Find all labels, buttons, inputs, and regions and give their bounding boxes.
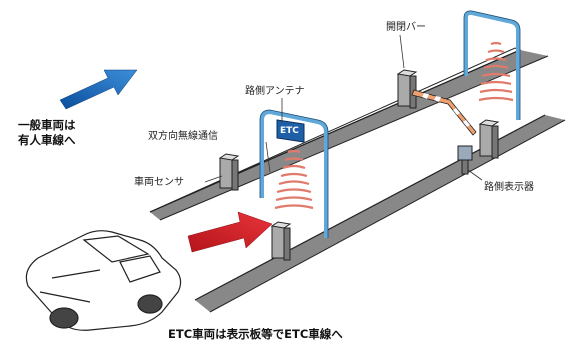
right-gantry — [464, 10, 520, 120]
general-lane-arrow — [59, 69, 138, 110]
vehicle-sensor-box-upper — [218, 153, 240, 191]
general-lane-caption-line-1: 一般車両は — [18, 118, 76, 132]
vehicle-sensor-box-lower — [270, 221, 292, 261]
radio-waves-antenna — [274, 149, 314, 210]
lower-island — [194, 114, 566, 313]
open-close-bar — [411, 89, 477, 136]
general-lane-caption: 一般車両は 有人車線へ — [18, 118, 76, 148]
radio-waves-right — [478, 41, 514, 102]
car — [25, 230, 182, 331]
etc-sign-text: ETC — [280, 126, 299, 136]
vehicle-sensor-label: 車両センサ — [134, 177, 184, 188]
etc-sign — [276, 119, 305, 143]
general-lane-caption-line-2: 有人車線へ — [18, 133, 76, 147]
leader-lines — [204, 34, 483, 183]
roadside-display — [457, 145, 473, 175]
etc-lane-caption: ETC車両は表示板等でETC車線へ — [168, 327, 343, 341]
barrier-machine-upper — [396, 69, 418, 109]
barrier-machine-lower — [478, 119, 500, 159]
antenna-gantry — [260, 109, 328, 238]
etc-lane-arrow — [187, 211, 273, 253]
open-close-bar-label: 開閉バー — [386, 22, 426, 33]
roadside-display-label: 路側表示器 — [484, 182, 534, 193]
bidirectional-radio-label: 双方向無線通信 — [148, 131, 218, 142]
roadside-antenna-label: 路側アンテナ — [245, 86, 305, 97]
upper-island — [149, 47, 549, 221]
